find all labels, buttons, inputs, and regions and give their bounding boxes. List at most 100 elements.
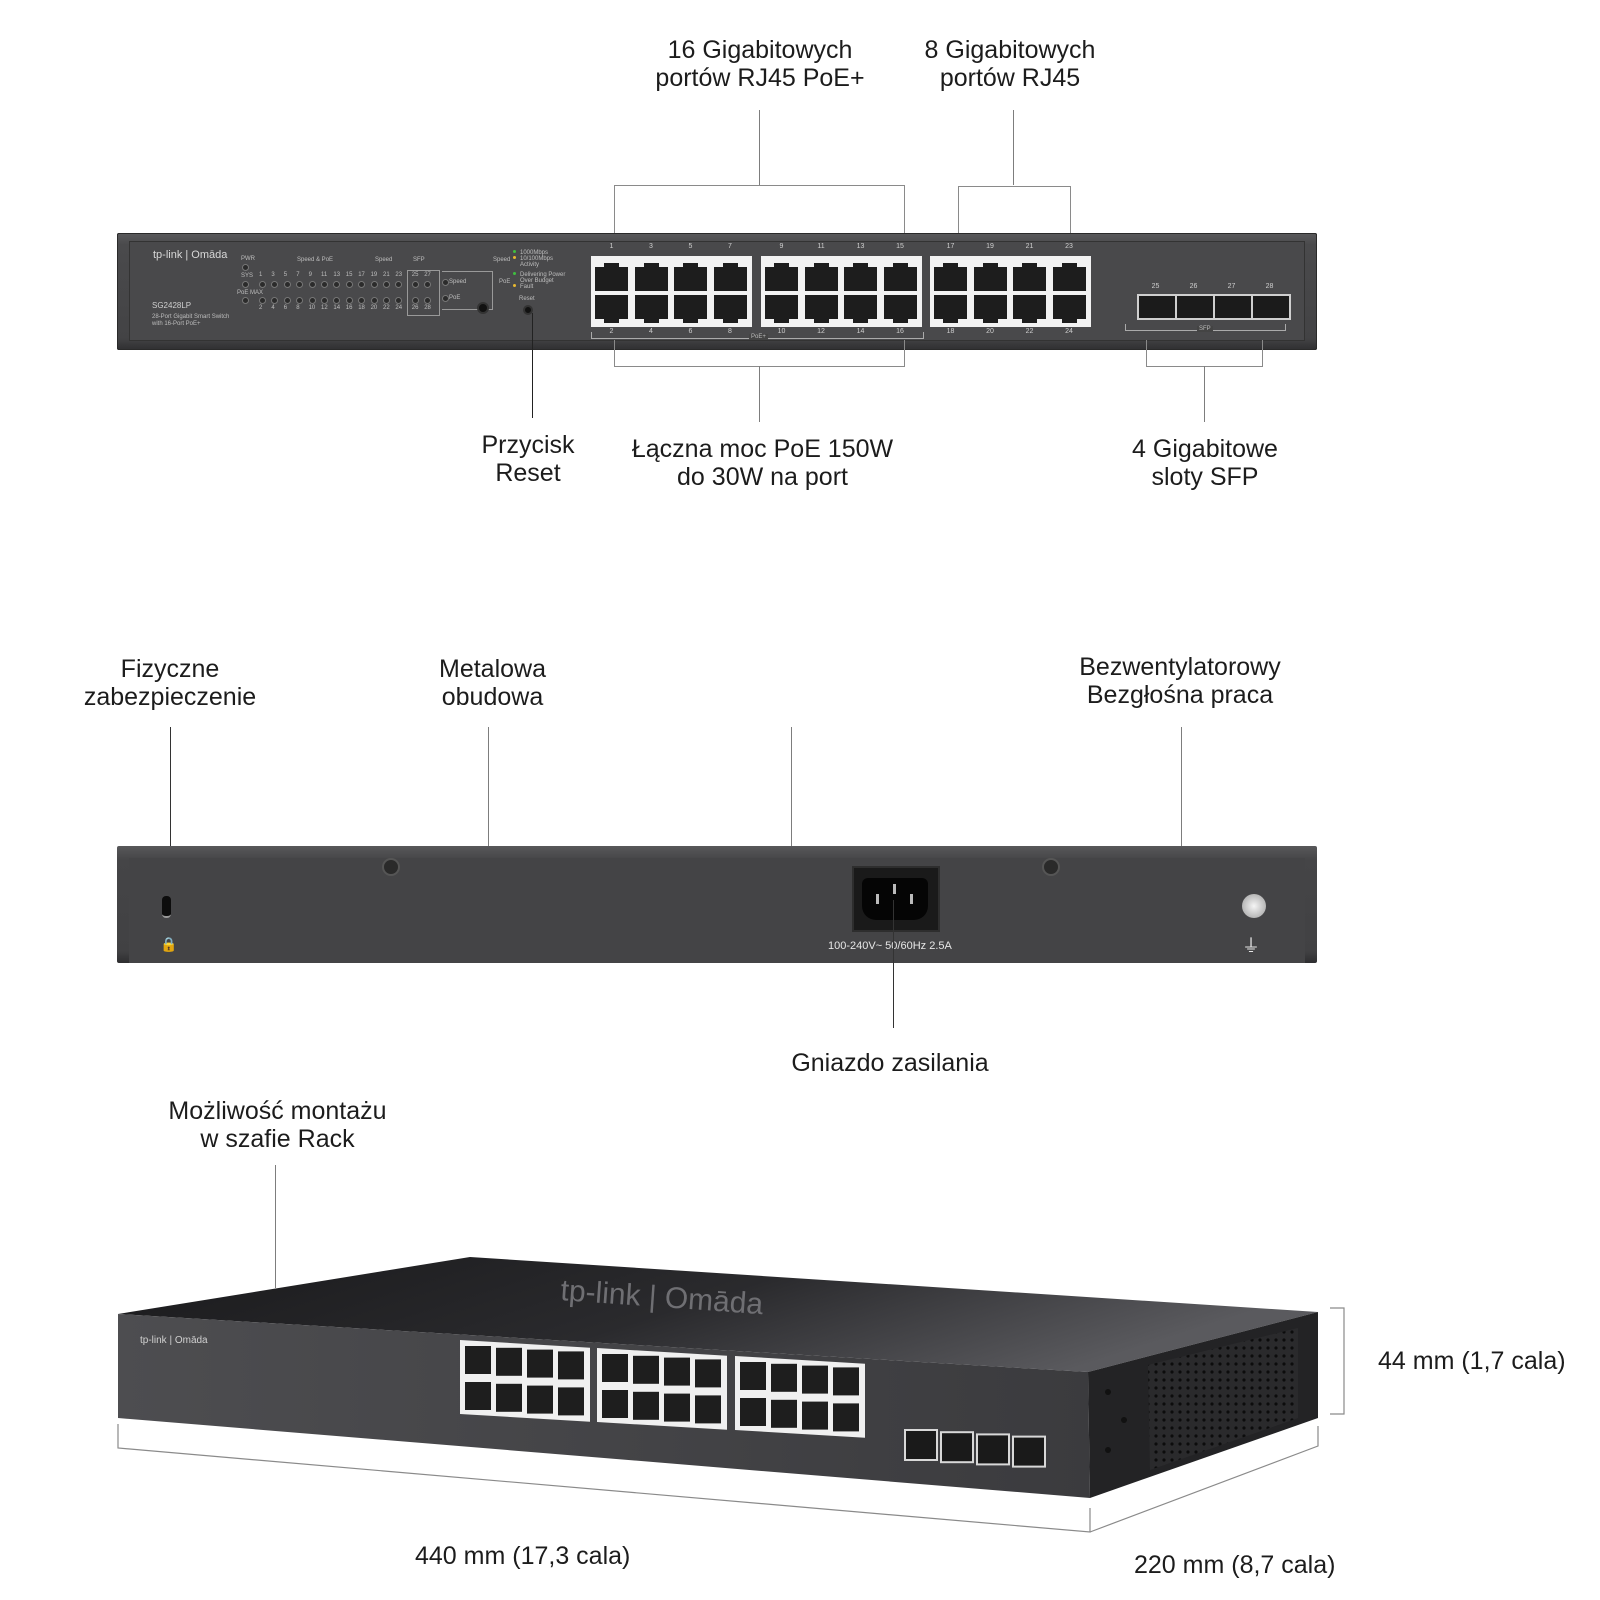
rj45-port-6[interactable] bbox=[674, 295, 707, 323]
model-name: SG2428LP bbox=[152, 301, 192, 310]
iso-sfp-slot bbox=[940, 1431, 974, 1464]
led-port-top bbox=[370, 281, 378, 288]
led-port-bottom bbox=[308, 297, 316, 304]
iso-rj45-port bbox=[833, 1403, 859, 1432]
led-port-bottom bbox=[411, 297, 419, 304]
led-number-top: 7 bbox=[296, 272, 300, 278]
led-number-top: 9 bbox=[308, 272, 312, 278]
rj45-port-18[interactable] bbox=[934, 295, 967, 323]
port-number-bottom: 8 bbox=[728, 328, 732, 335]
sfp-slot-27[interactable] bbox=[1213, 294, 1253, 320]
rj45-port-16[interactable] bbox=[883, 295, 917, 323]
label-sys: SYS bbox=[241, 273, 254, 279]
led-number-top: 1 bbox=[259, 272, 263, 278]
dimension-depth bbox=[1089, 1426, 1319, 1533]
led-port-top bbox=[358, 281, 366, 288]
rj45-port-7[interactable] bbox=[713, 263, 747, 291]
led-port-bottom bbox=[370, 297, 378, 304]
leader-sfp bbox=[1204, 366, 1205, 422]
leader-rj45-ports bbox=[1013, 110, 1014, 185]
label-sfp: SFP bbox=[413, 257, 425, 263]
rj45-port-19[interactable] bbox=[973, 263, 1007, 291]
rj45-port-17[interactable] bbox=[934, 263, 967, 291]
led-pwr bbox=[242, 264, 249, 271]
iso-brand-logo: tp-link | Omāda bbox=[140, 1335, 208, 1346]
leader-power-socket bbox=[893, 900, 894, 1028]
sfp-number: 27 bbox=[1227, 283, 1236, 290]
rj45-port-15[interactable] bbox=[883, 263, 917, 291]
leader-poe-power bbox=[759, 366, 760, 422]
switch-top-surface bbox=[118, 1257, 1318, 1372]
rj45-port-5[interactable] bbox=[674, 263, 707, 291]
led-number-top: 3 bbox=[271, 272, 275, 278]
sfp-slot-25[interactable] bbox=[1137, 294, 1177, 320]
rj45-port-13[interactable] bbox=[844, 263, 877, 291]
leader-metal bbox=[488, 727, 489, 847]
reset-button[interactable] bbox=[523, 305, 533, 315]
port-number-bottom: 4 bbox=[649, 328, 653, 335]
poe-group-label: PoE+ bbox=[749, 334, 768, 340]
rj45-port-4[interactable] bbox=[634, 295, 668, 323]
power-socket[interactable] bbox=[852, 866, 940, 932]
lock-icon: 🔒 bbox=[160, 936, 178, 952]
iso-rj45-port bbox=[527, 1385, 553, 1414]
led-port-top bbox=[308, 281, 316, 288]
led-number-bottom: 26 bbox=[411, 305, 419, 311]
rj45-port-24[interactable] bbox=[1052, 295, 1086, 323]
iso-port-block-2 bbox=[597, 1348, 727, 1430]
iso-rj45-port bbox=[740, 1362, 766, 1390]
led-port-bottom bbox=[271, 297, 279, 304]
led-port-bottom bbox=[283, 297, 291, 304]
led-port-bottom bbox=[358, 297, 366, 304]
sfp-slot-28[interactable] bbox=[1251, 294, 1291, 320]
legend-speed-3: Activity bbox=[520, 262, 540, 268]
port-number-top: 11 bbox=[817, 243, 825, 250]
led-number-bottom: 2 bbox=[259, 305, 263, 311]
port-number-bottom: 2 bbox=[609, 328, 614, 335]
port-number-top: 5 bbox=[688, 243, 693, 250]
dimension-width bbox=[117, 1424, 1091, 1533]
mode-button[interactable] bbox=[477, 302, 489, 314]
rj45-port-20[interactable] bbox=[973, 295, 1007, 323]
rj45-port-23[interactable] bbox=[1052, 263, 1086, 291]
rj45-port-1[interactable] bbox=[595, 263, 628, 291]
led-number-top: 5 bbox=[283, 272, 288, 278]
rj45-port-10[interactable] bbox=[765, 295, 798, 323]
iso-rj45-port bbox=[771, 1363, 797, 1392]
rj45-port-21[interactable] bbox=[1013, 263, 1046, 291]
sfp-led-frame bbox=[407, 270, 440, 316]
leader-metal-2 bbox=[791, 727, 792, 847]
rj45-port-12[interactable] bbox=[804, 295, 838, 323]
dimension-width-label: 440 mm (17,3 cala) bbox=[415, 1542, 631, 1570]
rj45-port-9[interactable] bbox=[765, 263, 798, 291]
iso-rj45-port bbox=[695, 1395, 721, 1424]
led-number-bottom: 18 bbox=[358, 305, 365, 311]
led-port-bottom bbox=[321, 297, 328, 304]
led-number-top: 25 bbox=[411, 272, 419, 278]
rj45-port-2[interactable] bbox=[595, 295, 628, 323]
led-port-top bbox=[321, 281, 328, 288]
rear-screw-left bbox=[382, 858, 400, 876]
label-pwr: PWR bbox=[241, 256, 255, 262]
rj45-port-8[interactable] bbox=[713, 295, 747, 323]
callout-poe-power: Łączna moc PoE 150W do 30W na port bbox=[631, 435, 894, 491]
rj45-port-3[interactable] bbox=[634, 263, 668, 291]
rj45-port-22[interactable] bbox=[1013, 295, 1046, 323]
rj45-port-11[interactable] bbox=[804, 263, 838, 291]
port-number-top: 1 bbox=[609, 243, 614, 250]
rj45-port-14[interactable] bbox=[844, 295, 877, 323]
port-number-top: 17 bbox=[946, 243, 955, 250]
port-number-bottom: 16 bbox=[896, 328, 904, 335]
led-port-top bbox=[296, 281, 304, 288]
iso-rj45-port bbox=[695, 1359, 721, 1388]
led-sys bbox=[242, 281, 249, 288]
legend-led-green bbox=[513, 250, 516, 253]
led-number-top: 19 bbox=[370, 272, 378, 278]
callout-security: Fizyczne zabezpieczenie bbox=[83, 655, 257, 711]
led-port-top bbox=[259, 281, 266, 288]
sfp-slot-26[interactable] bbox=[1175, 294, 1215, 320]
iso-rj45-port bbox=[740, 1398, 766, 1426]
iso-rj45-port bbox=[802, 1401, 828, 1430]
led-port-bottom bbox=[383, 297, 390, 304]
power-rating: 100-240V~ 50/60Hz 2.5A bbox=[828, 940, 952, 952]
